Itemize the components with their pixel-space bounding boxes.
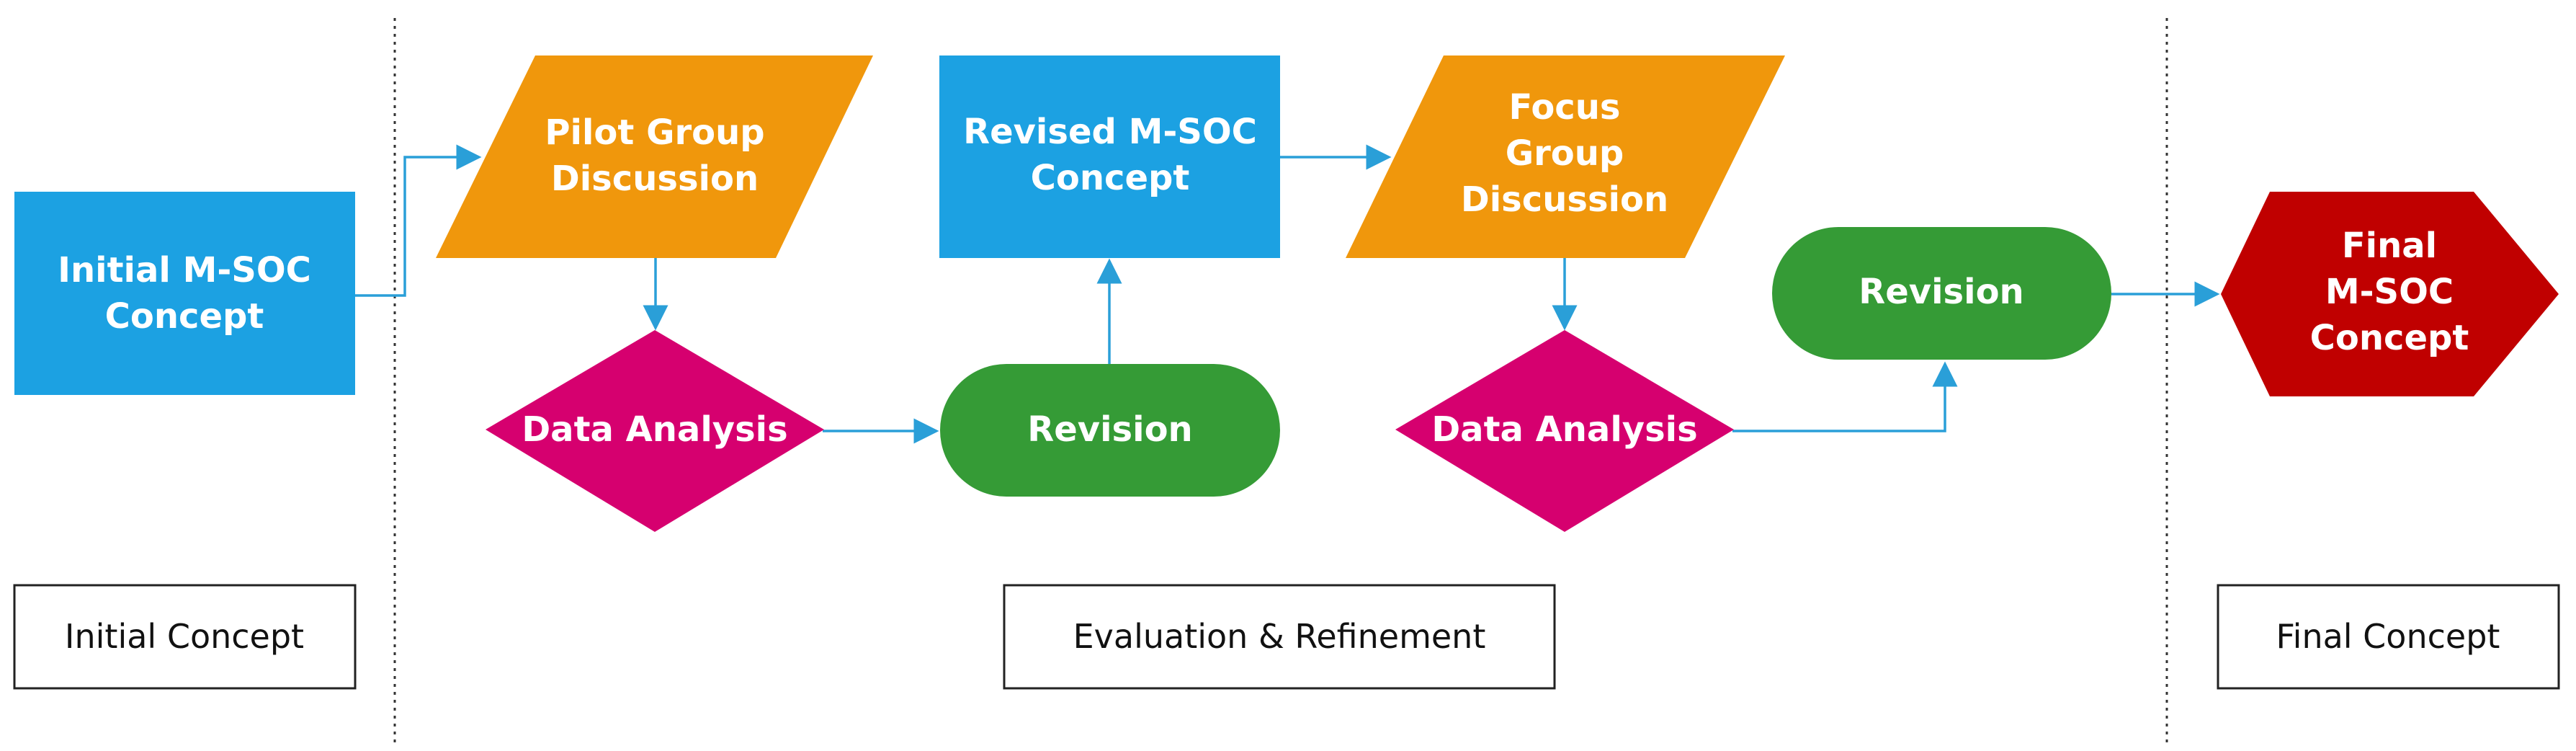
node-label-line: Revised M-SOC bbox=[963, 112, 1257, 152]
node-label-line: Data Analysis bbox=[1431, 409, 1697, 450]
edge-analysis-2-to-revision-2 bbox=[1732, 361, 1958, 432]
node-revision-1: Revision bbox=[940, 364, 1280, 497]
node-label-line: Discussion bbox=[1461, 179, 1668, 220]
node-initial-concept: Initial M-SOC Concept bbox=[14, 192, 355, 395]
svg-text:Evaluation & Refinement: Evaluation & Refinement bbox=[1073, 617, 1486, 656]
node-label-line: Discussion bbox=[551, 159, 759, 199]
svg-text:Revision: Revision bbox=[1859, 272, 2023, 312]
node-label-line: Pilot Group bbox=[545, 112, 764, 153]
svg-text:Revision: Revision bbox=[1027, 409, 1192, 450]
node-label-line: Revision bbox=[1027, 409, 1192, 450]
node-label-line: M-SOC bbox=[2325, 272, 2454, 312]
svg-text:Data Analysis: Data Analysis bbox=[1431, 409, 1697, 450]
node-label-line: Concept bbox=[1031, 158, 1190, 198]
node-data-analysis-2: Data Analysis bbox=[1395, 330, 1734, 532]
node-data-analysis-1: Data Analysis bbox=[486, 330, 824, 532]
phase-label-final: Final Concept bbox=[2217, 584, 2560, 690]
node-label-line: Data Analysis bbox=[522, 409, 787, 450]
phase-label-evaluation: Evaluation & Refinement bbox=[1003, 584, 1556, 690]
node-revision-2: Revision bbox=[1772, 227, 2111, 360]
node-label-line: Group bbox=[1506, 133, 1624, 174]
connectors bbox=[355, 144, 2220, 444]
edge-initial-to-pilot bbox=[355, 144, 482, 297]
node-label-line: Concept bbox=[105, 296, 264, 337]
svg-text:Initial Concept: Initial Concept bbox=[65, 617, 304, 656]
node-label-line: Concept bbox=[2310, 318, 2469, 358]
node-label-line: Revision bbox=[1859, 272, 2023, 312]
phase-label-initial: Initial Concept bbox=[13, 584, 357, 690]
svg-text:Data Analysis: Data Analysis bbox=[522, 409, 787, 450]
node-label-line: Initial M-SOC bbox=[58, 250, 311, 290]
node-label-line: Final bbox=[2342, 226, 2437, 266]
svg-text:Final Concept: Final Concept bbox=[2276, 617, 2500, 656]
node-label-line: Focus bbox=[1508, 87, 1620, 128]
node-revised-concept: Revised M-SOC Concept bbox=[939, 55, 1280, 258]
